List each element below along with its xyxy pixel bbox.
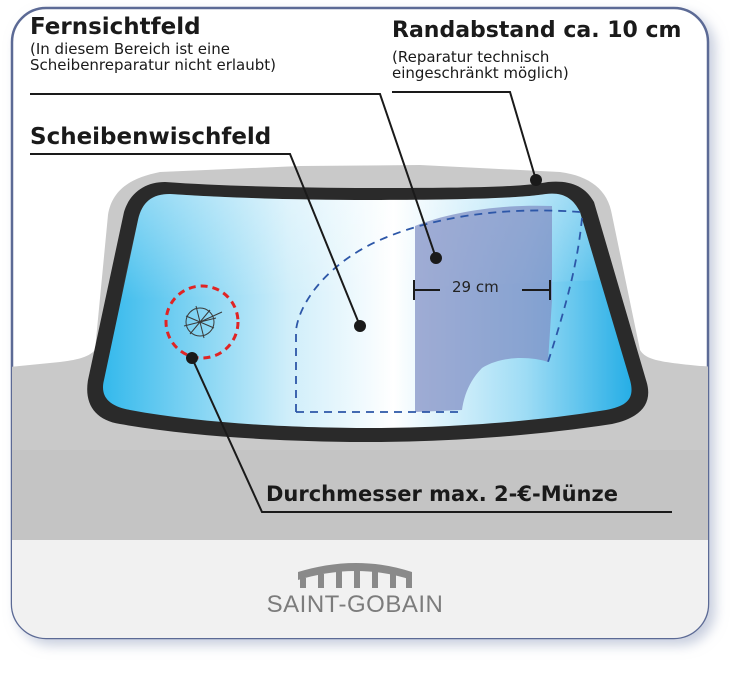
damage-circle xyxy=(164,284,240,360)
stone-chip-icon xyxy=(183,305,223,339)
measurement-line xyxy=(413,280,551,300)
saint-gobain-arches-logo xyxy=(298,562,412,588)
fernsicht-subtitle-line1: (In diesem Bereich ist eine xyxy=(30,40,230,58)
wiper-field-arc xyxy=(295,209,581,412)
fernsicht-zone xyxy=(415,205,552,412)
wiper-field-arc-right xyxy=(547,217,583,363)
measurement-label: 29 cm xyxy=(452,278,499,296)
dot-wisch xyxy=(354,320,366,332)
leader-fernsicht xyxy=(30,93,437,259)
randabstand-subtitle-line2: eingeschränkt möglich) xyxy=(392,64,569,82)
fernsicht-subtitle: (In diesem Bereich ist eine Scheibenrepa… xyxy=(30,41,276,73)
leader-wisch xyxy=(30,153,361,327)
dot-fernsicht xyxy=(430,252,442,264)
leader-durch xyxy=(191,357,672,513)
logo-wordmark: SAINT-GOBAIN xyxy=(266,591,444,618)
dot-rand xyxy=(530,174,542,186)
randabstand-title: Randabstand ca. 10 cm xyxy=(392,18,682,43)
randabstand-subtitle: (Reparatur technisch eingeschränkt mögli… xyxy=(392,49,569,81)
fernsicht-subtitle-line2: Scheibenreparatur nicht erlaubt) xyxy=(30,56,276,74)
randabstand-subtitle-line1: (Reparatur technisch xyxy=(392,48,550,66)
scheibenwischfeld-title: Scheibenwischfeld xyxy=(30,124,272,150)
dot-durch xyxy=(186,352,198,364)
leader-rand xyxy=(392,91,537,181)
car-hood xyxy=(12,450,708,540)
fernsicht-title: Fernsichtfeld xyxy=(30,14,201,40)
right-mirror xyxy=(689,366,708,430)
durchmesser-title: Durchmesser max. 2-€-Münze xyxy=(266,482,618,506)
leader-lines xyxy=(30,91,672,513)
left-mirror xyxy=(12,366,61,440)
